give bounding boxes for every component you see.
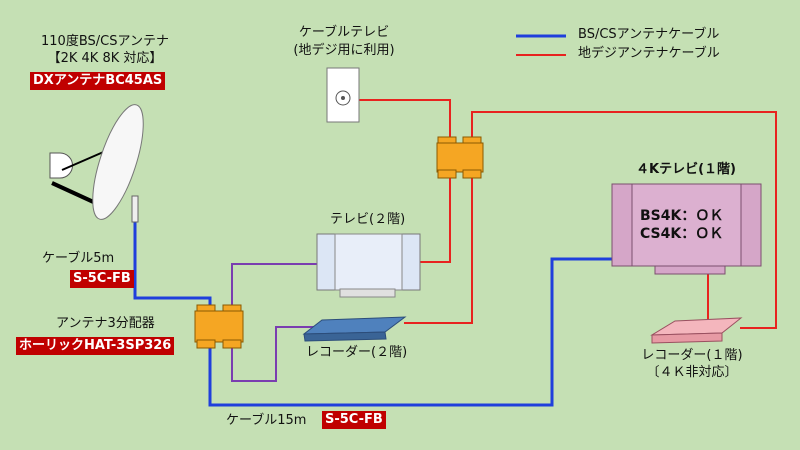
antenna-support: 【2K 4K 8K 対応】 bbox=[47, 51, 163, 66]
purple-cables bbox=[231, 263, 322, 382]
cable-cabletv-to-splitter bbox=[348, 99, 451, 140]
splitter-model: ホーリックHAT-3SP326 bbox=[16, 337, 175, 355]
cable-splitter-to-tv2f-red bbox=[420, 173, 451, 263]
splitter-label: アンテナ3分配器 bbox=[56, 316, 155, 331]
antenna-3way-splitter bbox=[194, 304, 244, 349]
cable-15m-label: ケーブル15m bbox=[226, 413, 307, 428]
antenna-title: 110度BS/CSアンテナ bbox=[41, 34, 169, 49]
tv-2f-label: テレビ(２階) bbox=[330, 212, 406, 227]
recorder-1f-label: レコーダー(１階) bbox=[641, 348, 743, 363]
bs-cs-cables bbox=[133, 222, 612, 407]
tv-4k-bs4k: BS4K：ＯＫ bbox=[640, 208, 724, 224]
recorder-1f-note: 〔４Ｋ非対応〕 bbox=[646, 365, 738, 380]
cable-splitter-to-tv2f bbox=[231, 263, 318, 310]
recorder-1f-icon bbox=[650, 317, 743, 344]
terrestrial-splitter bbox=[436, 136, 484, 179]
4k-tv-icon bbox=[611, 183, 762, 275]
legend-bs-cs: BS/CSアンテナケーブル bbox=[578, 27, 720, 42]
cable-splitter-to-recorder2f bbox=[231, 326, 322, 382]
wall-outlet-icon bbox=[326, 67, 360, 123]
cable-antenna-to-splitter bbox=[133, 222, 212, 310]
cable-tv-note: (地デジ用に利用) bbox=[293, 43, 395, 58]
cable-splitter-to-4k-tv bbox=[208, 257, 612, 407]
dish-antenna-icon bbox=[49, 104, 144, 223]
cable-splitter-to-recorder2f-red bbox=[404, 173, 473, 324]
recorder-2f-label: レコーダー(２階) bbox=[306, 345, 408, 360]
tv-4k-title: ４Kテレビ(１階) bbox=[636, 162, 736, 177]
cable-splitter-to-recorder1f-red bbox=[471, 111, 777, 329]
cable-15m-type: S-5C-FB bbox=[322, 411, 386, 429]
tv-2f-icon bbox=[316, 233, 421, 298]
tv-4k-cs4k: CS4K：ＯＫ bbox=[640, 226, 724, 242]
antenna-model: DXアンテナBC45AS bbox=[30, 72, 166, 90]
cable-5m-type: S-5C-FB bbox=[70, 270, 134, 288]
recorder-2f-icon bbox=[302, 316, 407, 342]
cable-5m-label: ケーブル5m bbox=[42, 251, 115, 266]
terrestrial-cables bbox=[348, 99, 777, 329]
cable-tv-title: ケーブルテレビ bbox=[298, 25, 390, 40]
legend-terrestrial: 地デジアンテナケーブル bbox=[578, 46, 720, 61]
